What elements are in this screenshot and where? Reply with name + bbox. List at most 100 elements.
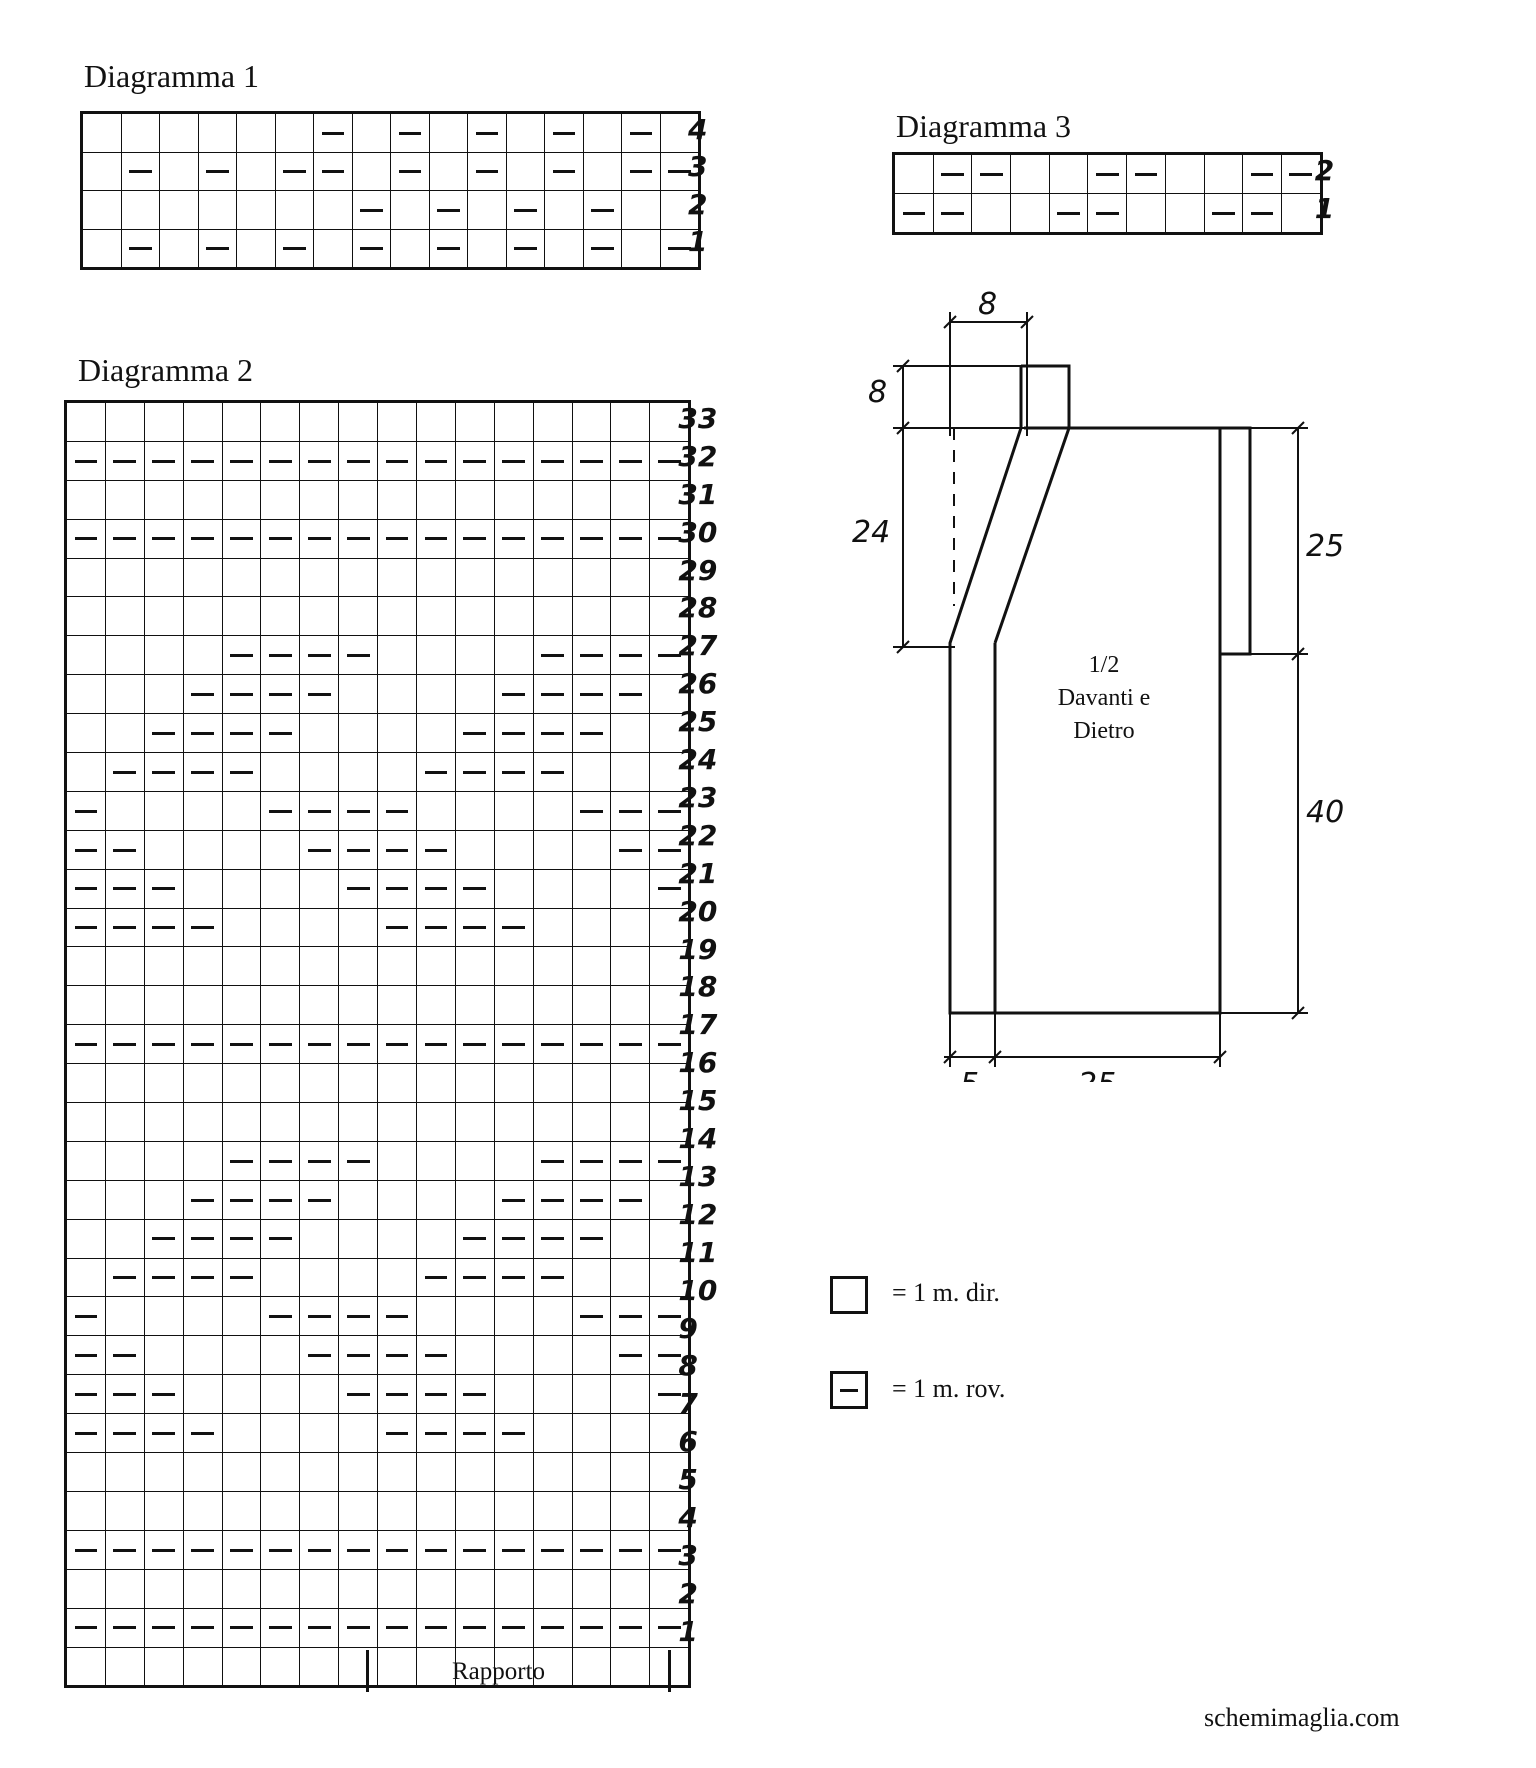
row-number: 22 <box>678 818 718 852</box>
purl-stitch-cell <box>610 790 651 831</box>
knit-stitch-cell <box>428 112 468 153</box>
rapporto-right-tick <box>668 1650 671 1692</box>
knit-stitch-cell <box>104 635 145 676</box>
knit-stitch-cell <box>532 596 573 637</box>
knit-stitch-cell <box>260 1257 301 1298</box>
chart-row <box>81 151 700 191</box>
chart-row <box>65 1179 691 1220</box>
purl-stitch-cell <box>971 153 1012 194</box>
panel-label-line3: Dietro <box>1073 718 1134 744</box>
diagram2-grid <box>64 400 692 1689</box>
knit-stitch-cell <box>182 1568 223 1609</box>
purl-stitch-cell <box>610 1607 651 1648</box>
knit-stitch-cell <box>377 401 418 442</box>
diagram3-title: Diagramma 3 <box>896 108 1072 144</box>
purl-stitch-cell <box>571 1296 612 1337</box>
row-number: 23 <box>678 780 718 814</box>
knit-stitch-cell <box>182 1102 223 1142</box>
knit-stitch-cell <box>610 907 651 948</box>
knit-stitch-cell <box>182 1063 223 1104</box>
knit-stitch-cell <box>260 596 301 637</box>
knit-stitch-cell <box>610 1452 651 1492</box>
knit-stitch-cell <box>65 1063 106 1104</box>
knit-stitch-cell <box>81 190 122 230</box>
purl-stitch-cell <box>338 440 379 481</box>
knit-stitch-cell <box>416 985 456 1026</box>
purl-stitch-cell <box>377 1335 418 1376</box>
knit-stitch-cell <box>313 228 353 269</box>
purl-stitch-cell <box>182 1607 223 1648</box>
knit-stitch-cell <box>505 112 545 153</box>
row-number: 10 <box>678 1273 718 1307</box>
knit-stitch-cell <box>143 1102 184 1142</box>
legend-knit-symbol <box>830 1276 868 1314</box>
knit-stitch-cell <box>610 1257 651 1298</box>
row-number: 1 <box>688 225 708 259</box>
knit-stitch-cell <box>649 1490 691 1531</box>
knit-stitch-cell <box>260 1063 301 1104</box>
dim-neck-width-label: 8 <box>978 287 997 322</box>
rapporto-left-tick <box>366 1650 369 1692</box>
purl-stitch-cell <box>120 151 160 191</box>
chart-row <box>65 440 691 481</box>
purl-stitch-cell <box>260 635 301 676</box>
purl-stitch-cell <box>454 907 495 948</box>
purl-stitch-cell <box>571 674 612 715</box>
purl-stitch-cell <box>532 1607 573 1648</box>
knit-stitch-cell <box>260 1374 301 1415</box>
knit-stitch-cell <box>610 752 651 792</box>
knit-stitch-cell <box>182 1646 223 1688</box>
purl-stitch-cell <box>260 1529 301 1570</box>
purl-stitch-cell <box>416 1529 456 1570</box>
knit-stitch-cell <box>104 1140 145 1181</box>
purl-stitch-cell <box>221 1140 262 1181</box>
purl-stitch-cell <box>416 1374 456 1415</box>
knit-stitch-cell <box>454 635 495 676</box>
purl-stitch-cell <box>260 713 301 754</box>
purl-stitch-cell <box>571 518 612 559</box>
row-number: 33 <box>678 401 718 435</box>
knit-stitch-cell <box>338 557 379 598</box>
knit-stitch-cell <box>260 479 301 520</box>
knit-stitch-cell <box>582 151 622 191</box>
knit-stitch-cell <box>104 713 145 754</box>
knit-stitch-cell <box>143 1063 184 1104</box>
knit-stitch-cell <box>649 1257 691 1298</box>
chart-row <box>65 1335 691 1376</box>
row-number: 24 <box>678 743 718 777</box>
knit-stitch-cell <box>532 401 573 442</box>
purl-stitch-cell <box>299 518 340 559</box>
purl-stitch-cell <box>649 635 691 676</box>
knit-stitch-cell <box>104 1646 145 1688</box>
knit-stitch-cell <box>493 1374 534 1415</box>
panel-label-line1: 1/2 <box>1089 652 1120 678</box>
chart-row <box>65 752 691 792</box>
row-number: 16 <box>678 1046 718 1080</box>
collar-outline <box>1021 364 1071 430</box>
knit-stitch-cell <box>571 596 612 637</box>
chart-row <box>65 1568 691 1609</box>
knit-stitch-cell <box>377 1568 418 1609</box>
purl-stitch-cell <box>351 228 391 269</box>
knit-stitch-cell <box>1164 193 1205 234</box>
purl-stitch-cell <box>649 790 691 831</box>
purl-stitch-cell <box>377 518 418 559</box>
knit-stitch-cell <box>610 1063 651 1104</box>
chart-row <box>65 1490 691 1531</box>
purl-stitch-cell <box>1087 193 1128 234</box>
knit-stitch-cell <box>143 479 184 520</box>
row-number: 4 <box>688 112 708 146</box>
chart-row <box>65 1374 691 1415</box>
row-number: 30 <box>678 515 718 549</box>
chart-row <box>893 193 1322 234</box>
purl-stitch-cell <box>493 1413 534 1454</box>
purl-stitch-cell <box>299 1140 340 1181</box>
purl-stitch-cell <box>221 1179 262 1220</box>
purl-stitch-cell <box>197 228 237 269</box>
row-number: 2 <box>688 187 708 221</box>
knit-stitch-cell <box>159 228 199 269</box>
purl-stitch-cell <box>428 228 468 269</box>
purl-stitch-cell <box>143 713 184 754</box>
purl-stitch-cell <box>221 1529 262 1570</box>
